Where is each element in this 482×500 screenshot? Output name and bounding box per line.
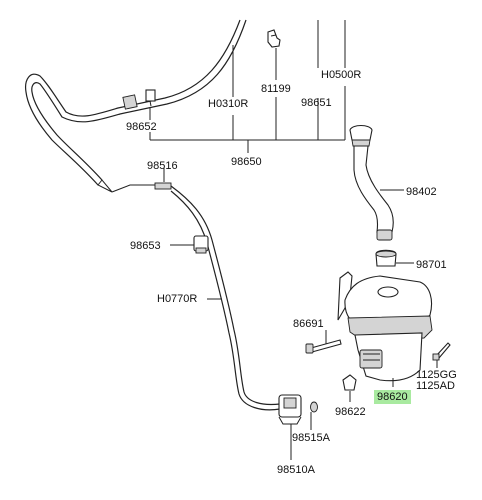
part-label-H0770R[interactable]: H0770R (157, 293, 198, 305)
bolt-86691 (305, 339, 342, 354)
seal-98701 (375, 249, 397, 267)
part-label-98516[interactable]: 98516 (147, 160, 178, 172)
hose-clip-98653 (170, 235, 209, 254)
part-label-98622[interactable]: 98622 (335, 406, 366, 418)
grommet-98622 (342, 374, 357, 391)
part-label-1125GG[interactable]: 1125GG (416, 369, 457, 381)
part-label-98402[interactable]: 98402 (406, 186, 437, 198)
part-label-H0310R[interactable]: H0310R (208, 98, 249, 110)
connector-98516 (154, 182, 172, 190)
part-label-H0500R[interactable]: H0500R (321, 69, 362, 81)
part-label-98510A[interactable]: 98510A (277, 464, 315, 476)
hose-clip-98652 (122, 89, 156, 110)
part-label-86691[interactable]: 86691 (293, 318, 324, 330)
part-label-98620-highlighted[interactable]: 98620 (374, 390, 411, 404)
part-label-1125AD[interactable]: 1125AD (416, 380, 455, 392)
washer-hose-H0770R (170, 185, 281, 411)
part-label-98651[interactable]: 98651 (301, 97, 332, 109)
part-label-98653[interactable]: 98653 (130, 240, 161, 252)
washer-pump-98510A (278, 394, 318, 425)
bolt-1125 (432, 342, 451, 361)
clip-81199 (267, 29, 281, 48)
part-label-98652[interactable]: 98652 (126, 121, 157, 133)
filler-neck-98402 (349, 124, 394, 241)
part-label-98650[interactable]: 98650 (231, 156, 262, 168)
part-label-81199[interactable]: 81199 (261, 83, 291, 95)
washer-reservoir-98620 (337, 271, 433, 382)
part-label-98515A[interactable]: 98515A (292, 432, 330, 444)
part-label-98701[interactable]: 98701 (416, 259, 447, 271)
washer-hose-top (25, 19, 247, 186)
